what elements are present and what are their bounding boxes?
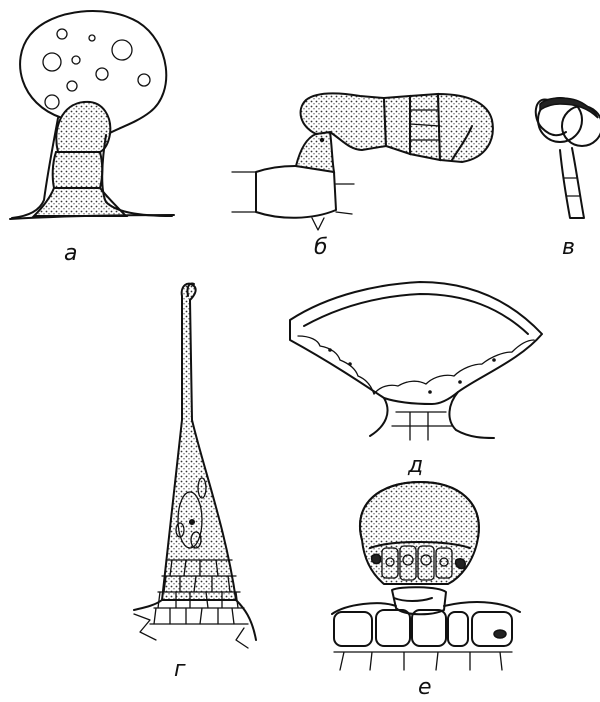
panel-e-drawing <box>332 482 520 670</box>
panel-a-drawing <box>10 11 174 219</box>
panel-d-drawing <box>290 282 542 440</box>
panel-b-drawing <box>232 93 493 230</box>
panel-d-label: д <box>407 453 423 478</box>
panel-v-label: в <box>562 235 575 260</box>
panel-v-drawing <box>536 98 600 218</box>
panel-g-drawing <box>134 284 256 649</box>
panel-b-label: б <box>314 235 328 260</box>
panel-e-label: е <box>418 675 432 700</box>
panel-a-label: а <box>64 241 77 266</box>
panel-g-label: г <box>174 657 186 682</box>
